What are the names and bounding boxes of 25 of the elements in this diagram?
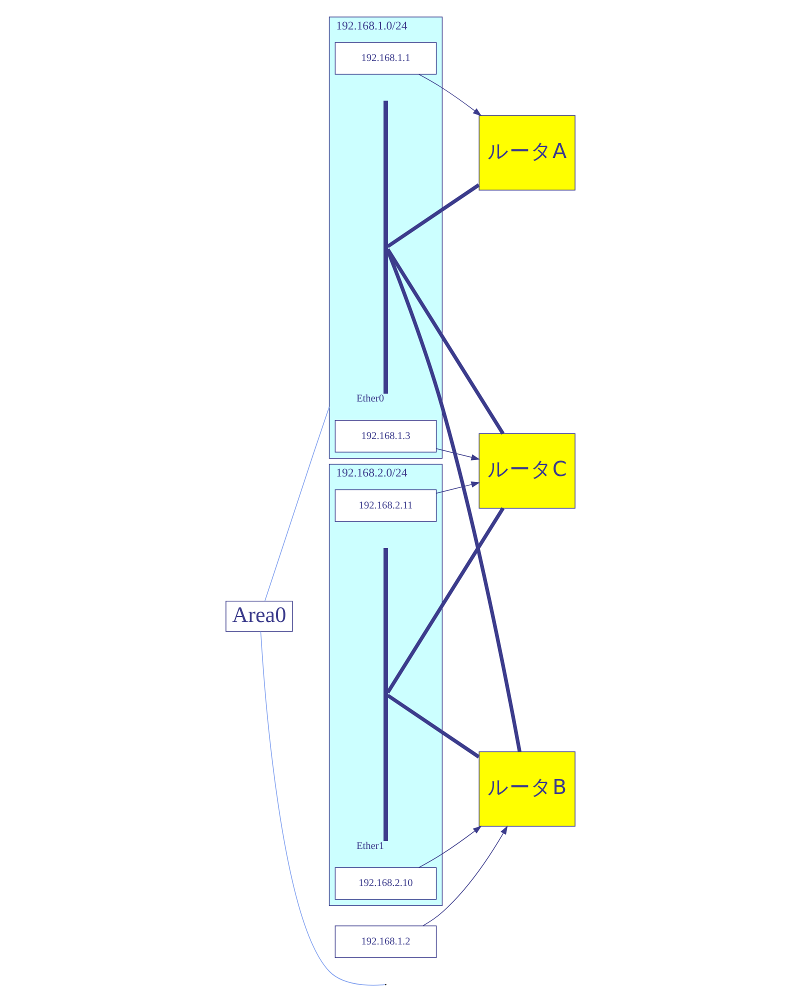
- node-box: 192.168.1.3: [334, 420, 437, 452]
- arrow: [422, 826, 508, 926]
- node-box: 192.168.1.2: [334, 926, 437, 958]
- node-box: 192.168.1.1: [334, 42, 437, 75]
- connector: [386, 507, 505, 694]
- connector: [264, 406, 330, 602]
- node-box: ルータC: [478, 433, 576, 509]
- node-box: Area0: [226, 600, 293, 632]
- node-bar: [384, 548, 388, 842]
- arrow: [436, 482, 480, 494]
- connector: [386, 249, 522, 752]
- node-box: ルータB: [478, 751, 576, 827]
- arrow: [436, 448, 480, 460]
- node-box: 192.168.2.11: [334, 489, 437, 522]
- node-box: 192.168.2.10: [334, 867, 437, 900]
- connector: [386, 248, 505, 435]
- connector: [260, 631, 386, 986]
- node-bar: [384, 100, 388, 394]
- arrow: [418, 74, 482, 116]
- connector: [386, 183, 480, 248]
- connector: [386, 694, 480, 758]
- node-box: ルータA: [478, 115, 576, 190]
- node-label: Ether1: [356, 840, 384, 852]
- arrow: [418, 826, 482, 868]
- node-label: Ether0: [356, 394, 384, 405]
